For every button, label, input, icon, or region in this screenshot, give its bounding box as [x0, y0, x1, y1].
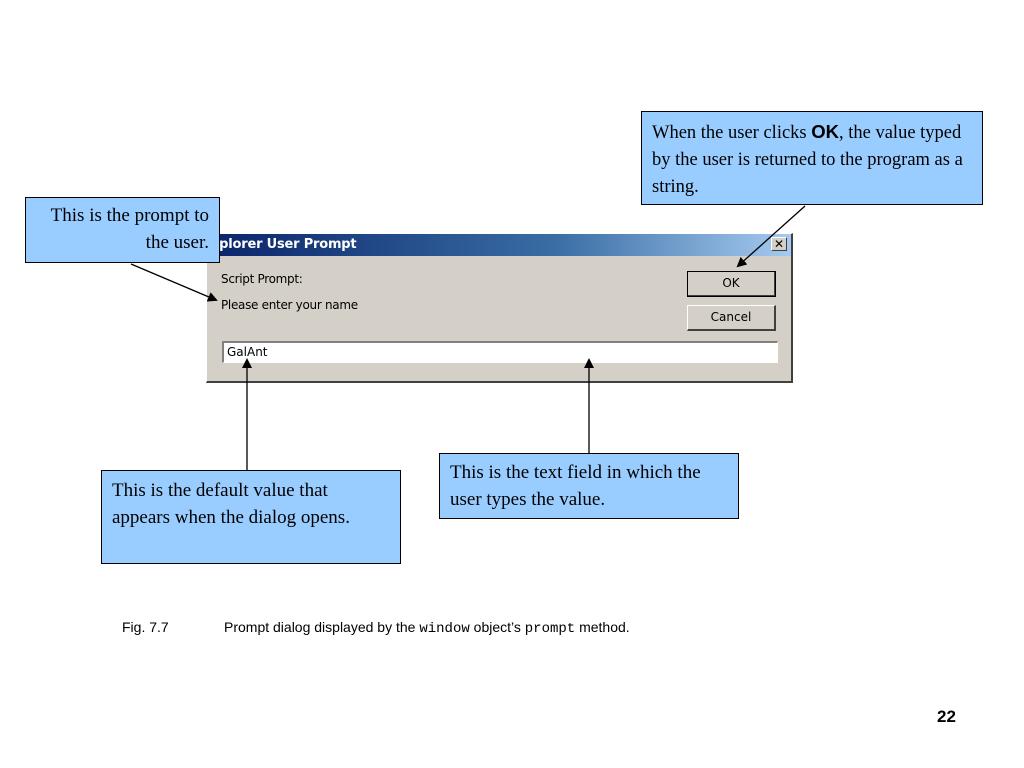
arrow-prompt [130, 263, 218, 302]
figure-number: Fig. 7.7 [122, 619, 169, 635]
callout-text-field: This is the text field in which the user… [439, 453, 739, 519]
figure-caption: Prompt dialog displayed by the window ob… [224, 619, 630, 637]
prompt-text: Please enter your name [221, 298, 358, 312]
caption-code-window: window [419, 621, 470, 637]
cancel-button[interactable]: Cancel [687, 305, 776, 331]
callout-default-value: This is the default value that appears w… [101, 470, 401, 564]
close-icon: ✕ [773, 237, 785, 251]
caption-text-3: method. [575, 619, 630, 635]
callout-prompt-text: This is the prompt to the user. [50, 205, 209, 253]
callout-ok: When the user clicks OK, the value typed… [641, 111, 983, 205]
arrow-ok [736, 205, 806, 268]
close-button[interactable]: ✕ [771, 237, 787, 251]
callout-ok-text-2: , the value typed by the user is returne… [652, 123, 963, 197]
prompt-dialog: xplorer User Prompt ✕ Script Prompt: Ple… [206, 233, 793, 383]
caption-code-prompt: prompt [524, 621, 576, 637]
callout-default-value-text: This is the default value that appears w… [112, 480, 350, 528]
dialog-titlebar[interactable]: xplorer User Prompt ✕ [207, 234, 791, 256]
ok-button[interactable]: OK [687, 271, 776, 297]
prompt-input[interactable]: GalAnt [222, 341, 778, 363]
callout-ok-text-1: When the user clicks [652, 123, 812, 143]
callout-ok-bold: OK [811, 121, 839, 142]
page-number: 22 [937, 707, 956, 726]
dialog-title: xplorer User Prompt [211, 237, 357, 252]
script-prompt-label: Script Prompt: [221, 272, 303, 286]
callout-prompt: This is the prompt to the user. [25, 197, 220, 263]
caption-text-1: Prompt dialog displayed by the [224, 619, 420, 635]
callout-text-field-text: This is the text field in which the user… [450, 462, 701, 510]
caption-text-2: object’s [469, 619, 525, 635]
